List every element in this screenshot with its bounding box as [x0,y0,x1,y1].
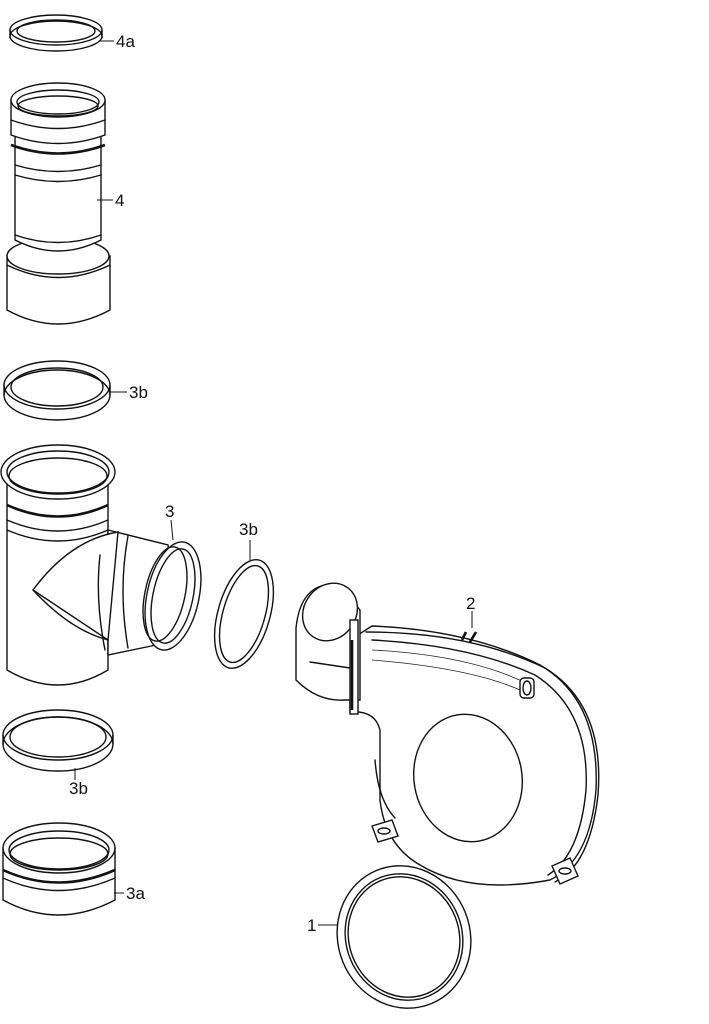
part-3b-seal-ring-mid [213,558,275,670]
label-3a: 3a [126,884,145,903]
label-3b-top: 3b [129,383,148,402]
part-3a-sleeve [2,822,116,916]
clip-tab-top [519,677,535,699]
leader-3 [170,519,174,541]
part-3b-seal-ring-bottom [2,709,114,772]
clip-tab-right [551,857,579,885]
label-3b-bottom: 3b [69,779,88,798]
label-1: 1 [307,916,316,935]
part-4-pipe [6,82,111,325]
part-2-housing [295,582,600,886]
label-3: 3 [165,502,174,521]
label-4: 4 [115,191,124,210]
label-2: 2 [466,594,475,613]
part-1-ring [336,865,472,1009]
part-4a-seal-ring [9,14,103,52]
part-3b-seal-ring-top [3,360,111,421]
label-3b-mid: 3b [239,520,258,539]
clip-tab-left [371,819,399,843]
part-3-tee [0,444,202,686]
label-4a: 4a [116,32,135,51]
